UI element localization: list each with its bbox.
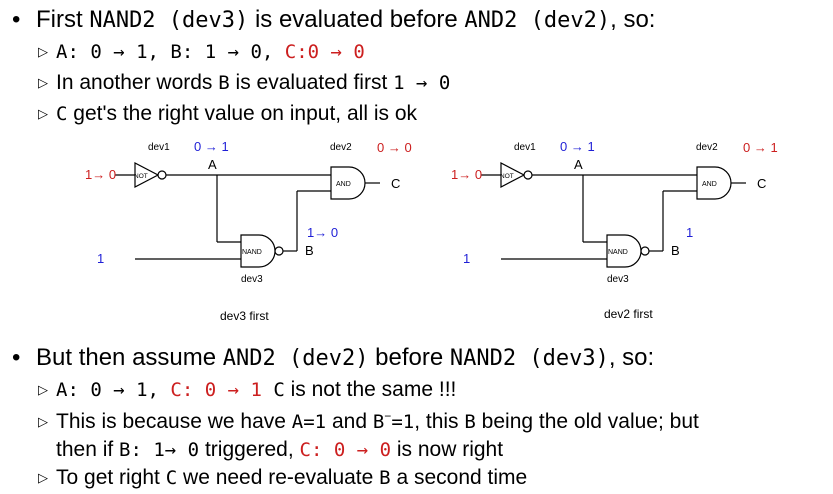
text: a second time bbox=[390, 466, 528, 489]
sub-item-1-2: ▷ In another words B is evaluated first 1… bbox=[38, 71, 450, 95]
bullet-2: • But then assume AND2 (dev2) before NAND… bbox=[12, 344, 654, 372]
text: being the old value; but bbox=[475, 410, 699, 433]
code-text: C bbox=[165, 467, 178, 489]
code-text: A: 0 → 1, bbox=[56, 379, 171, 401]
code-text-red: C: 0 → 1 bbox=[170, 379, 262, 401]
text: we need re-evaluate bbox=[177, 466, 380, 489]
bullet-marker: • bbox=[12, 6, 21, 33]
text: First bbox=[36, 6, 90, 33]
text: and bbox=[326, 410, 373, 433]
triangle-marker-icon: ▷ bbox=[38, 44, 48, 59]
text: is now right bbox=[391, 438, 504, 461]
nand-input-value: 1 bbox=[97, 251, 104, 266]
node-c-label: C bbox=[391, 176, 400, 191]
diagram-caption: dev3 first bbox=[220, 309, 269, 323]
text: , so: bbox=[608, 344, 655, 371]
not-input-value: 1→ 0 bbox=[85, 167, 116, 182]
text: is evaluated before bbox=[248, 6, 465, 33]
text: then if bbox=[56, 438, 120, 461]
text: triggered, bbox=[199, 438, 300, 461]
code-text: A: 0 → 1, B: 1 → 0, bbox=[56, 41, 285, 63]
text: get's the right value on input, all is o… bbox=[67, 102, 417, 125]
text: is evaluated first bbox=[229, 71, 394, 94]
dev2-label: dev2 bbox=[330, 142, 352, 153]
superscript-minus: − bbox=[384, 409, 392, 423]
sub-item-2-2: ▷This is because we have A=1 and B−=1, t… bbox=[38, 409, 699, 434]
sub-item-1-3: ▷ C get's the right value on input, all i… bbox=[38, 102, 417, 126]
nand-input-value: 1 bbox=[463, 251, 470, 266]
code-text: =1 bbox=[391, 411, 415, 433]
gate-and-label: AND bbox=[702, 181, 717, 188]
text: This is because we have bbox=[56, 410, 292, 433]
dev1-label: dev1 bbox=[148, 142, 170, 153]
code-text: B: 1→ 0 bbox=[119, 439, 200, 461]
text: But then assume bbox=[36, 344, 223, 371]
text: To get right bbox=[56, 466, 166, 489]
code-text: C bbox=[261, 379, 285, 401]
code-text: AND2 (dev2) bbox=[222, 346, 369, 371]
code-text-red: C:0 → 0 bbox=[284, 41, 365, 63]
text: is not the same !!! bbox=[284, 378, 457, 401]
node-a-label: A bbox=[574, 157, 583, 172]
a-transition: 0 → 1 bbox=[194, 139, 229, 154]
a-transition: 0 → 1 bbox=[560, 139, 595, 154]
triangle-marker-icon: ▷ bbox=[38, 75, 48, 90]
code-text: NAND2 (dev3) bbox=[89, 8, 249, 33]
dev3-label: dev3 bbox=[241, 274, 263, 285]
code-text: B bbox=[464, 411, 476, 433]
gate-not-label: NOT bbox=[500, 173, 514, 180]
not-input-value: 1→ 0 bbox=[451, 167, 482, 182]
b-value: 1→ 0 bbox=[307, 225, 338, 240]
b-value: 1 bbox=[686, 225, 693, 240]
code-text: NAND2 (dev3) bbox=[449, 346, 609, 371]
gate-and-label: AND bbox=[336, 181, 351, 188]
text: , this bbox=[414, 410, 465, 433]
text: before bbox=[368, 344, 450, 371]
sub-item-1-1: ▷ A: 0 → 1, B: 1 → 0, C:0 → 0 bbox=[38, 40, 365, 64]
code-text: A=1 bbox=[291, 411, 327, 433]
text: , so: bbox=[610, 6, 656, 33]
code-text: B bbox=[379, 467, 391, 489]
node-a-label: A bbox=[208, 157, 217, 172]
circuit-diagrams: NOT AND NAND dev1 dev2 dev3 0 → 1 0 → 0 … bbox=[85, 139, 778, 323]
dev3-label: dev3 bbox=[607, 274, 629, 285]
c-transition: 0 → 1 bbox=[743, 140, 778, 155]
triangle-marker-icon: ▷ bbox=[38, 470, 48, 485]
c-transition: 0 → 0 bbox=[377, 140, 412, 155]
code-text: C bbox=[56, 103, 68, 125]
triangle-marker-icon: ▷ bbox=[38, 382, 48, 397]
dev1-label: dev1 bbox=[514, 142, 536, 153]
triangle-marker-icon: ▷ bbox=[38, 106, 48, 121]
node-c-label: C bbox=[757, 176, 766, 191]
diagram-caption: dev2 first bbox=[604, 307, 653, 321]
sub-item-2-1: ▷ A: 0 → 1, C: 0 → 1 C is not the same !!… bbox=[38, 378, 456, 402]
code-text: AND2 (dev2) bbox=[464, 8, 611, 33]
node-b-label: B bbox=[305, 243, 314, 258]
gate-nand-label: NAND bbox=[608, 249, 628, 256]
diagram-dev2-first: NOT AND NAND dev1 dev2 dev3 0 → 1 0 → 1 … bbox=[451, 139, 778, 321]
code-text: 1 → 0 bbox=[393, 72, 451, 94]
triangle-marker-icon: ▷ bbox=[38, 414, 48, 429]
gate-nand-label: NAND bbox=[242, 249, 262, 256]
code-text: B bbox=[372, 411, 385, 433]
bullet-marker: • bbox=[12, 344, 21, 371]
node-b-label: B bbox=[671, 243, 680, 258]
sub-item-2-3: ▷ To get right C we need re-evaluate B a … bbox=[38, 466, 527, 490]
code-text: B bbox=[218, 72, 230, 94]
sub-item-2-2-continued: then if B: 1→ 0 triggered, C: 0 → 0 is n… bbox=[56, 438, 503, 462]
text: In another words bbox=[56, 71, 219, 94]
bullet-1: •First NAND2 (dev3) is evaluated before … bbox=[12, 6, 655, 34]
dev2-label: dev2 bbox=[696, 142, 718, 153]
diagram-dev3-first: NOT AND NAND dev1 dev2 dev3 0 → 1 0 → 0 … bbox=[85, 139, 412, 323]
gate-not-label: NOT bbox=[134, 173, 148, 180]
code-text-red: C: 0 → 0 bbox=[299, 439, 392, 461]
